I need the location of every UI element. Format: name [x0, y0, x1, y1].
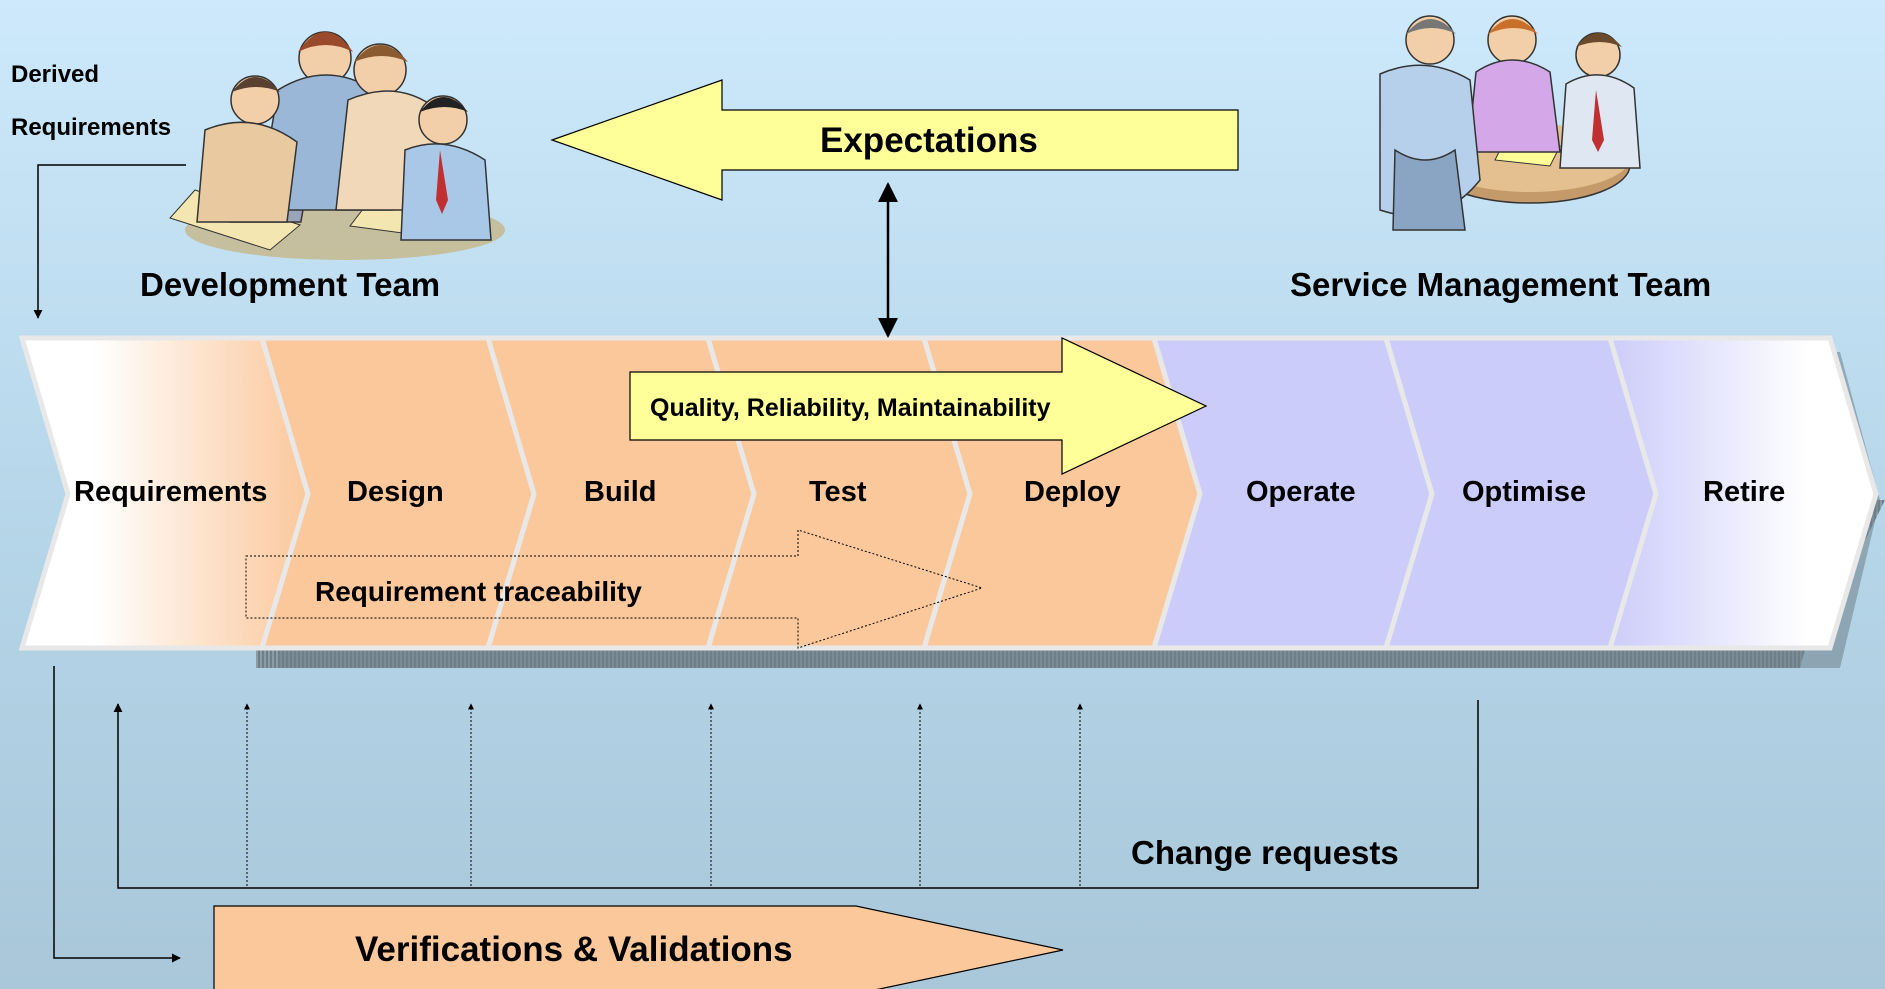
stage-label-operate: Operate — [1246, 476, 1356, 508]
expectations-label: Expectations — [820, 121, 1038, 160]
stage-label-optimise: Optimise — [1462, 476, 1587, 508]
stage-chevron-retire — [1606, 335, 1879, 651]
requirements-note-label: Requirements — [11, 114, 172, 141]
service-team-label: Service Management Team — [1290, 266, 1712, 303]
traceability-arrow — [245, 529, 984, 649]
quality-arrow — [629, 337, 1208, 475]
stage-label-build: Build — [584, 476, 657, 508]
stage-label-design: Design — [347, 476, 444, 508]
stage-label-test: Test — [809, 476, 867, 508]
derived-label: Derived — [11, 61, 100, 88]
stage-label-requirements: Requirements — [74, 476, 268, 508]
change-requests-label: Change requests — [1131, 834, 1399, 871]
development-team-image — [169, 31, 505, 260]
stage-label-retire: Retire — [1703, 476, 1786, 508]
expectations-arrow — [550, 79, 1239, 201]
traceability-label: Requirement traceability — [315, 576, 642, 607]
change-requests-connector — [113, 700, 1479, 889]
quality-label: Quality, Reliability, Maintainability — [650, 394, 1051, 422]
verifications-label: Verifications & Validations — [355, 930, 793, 969]
derived-requirements-connector — [33, 164, 186, 319]
development-team-label: Development Team — [140, 266, 441, 303]
feedback-arrows — [244, 703, 1083, 886]
verifications-arrow — [213, 905, 1064, 989]
service-team-image — [1379, 15, 1641, 231]
stage-label-deploy: Deploy — [1024, 476, 1121, 508]
verification-connector — [53, 666, 181, 963]
